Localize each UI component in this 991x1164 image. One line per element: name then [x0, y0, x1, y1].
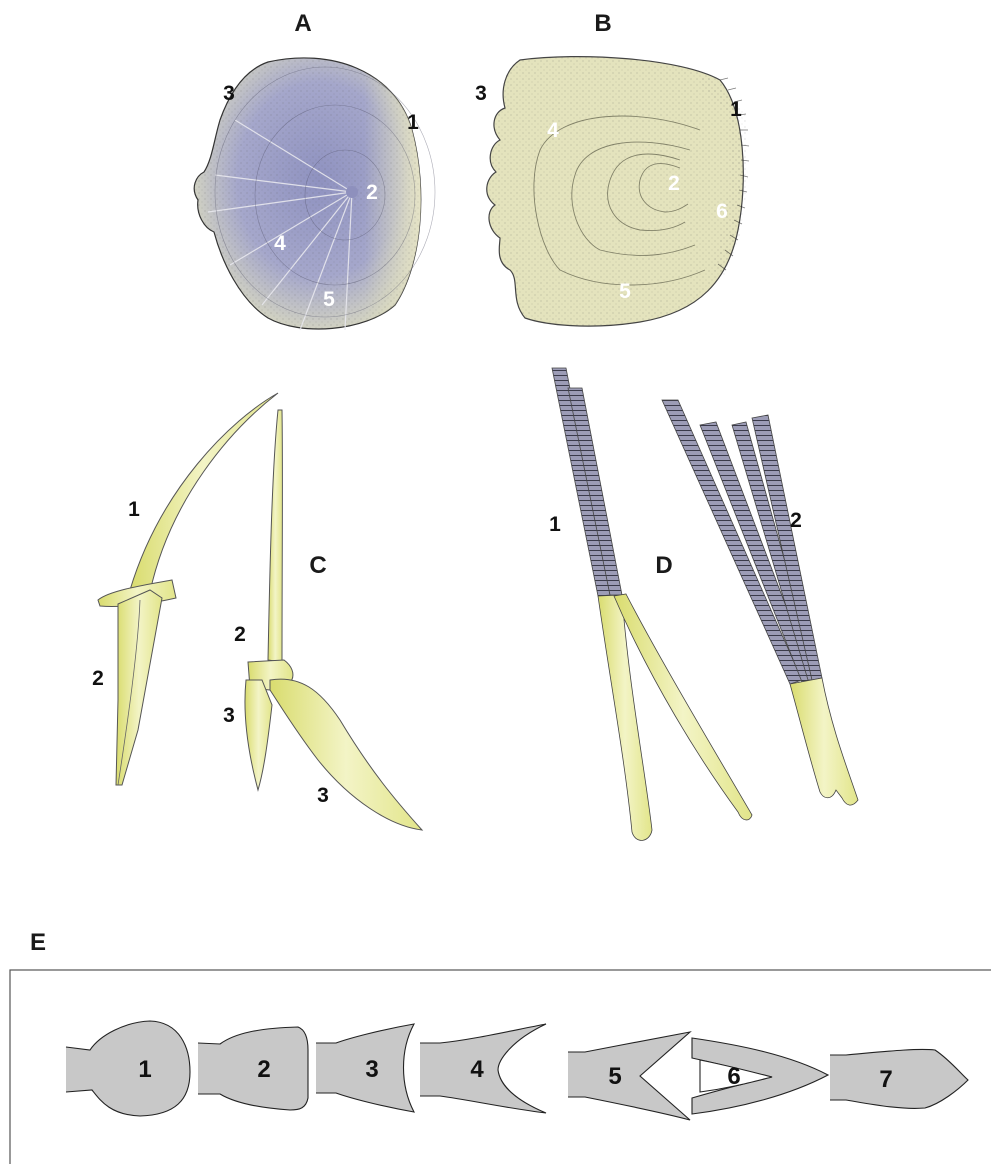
b-label-4: 4: [547, 119, 559, 142]
fin-label-1: 1: [138, 1056, 151, 1083]
a-label-2: 2: [366, 181, 378, 204]
fin-label-5: 5: [608, 1063, 621, 1090]
fin-label-7: 7: [879, 1066, 892, 1093]
panel-e-letter: E: [30, 929, 46, 956]
spine-right: [245, 410, 422, 830]
fin-label-6: 6: [727, 1063, 740, 1090]
b-label-3: 3: [475, 82, 487, 105]
a-label-5: 5: [323, 288, 335, 311]
fin-label-2: 2: [257, 1056, 270, 1083]
ray-d2: [662, 400, 858, 805]
panel-b-letter: B: [594, 10, 611, 37]
d-label-2: 2: [790, 509, 802, 532]
panel-d-letter: D: [655, 552, 672, 579]
fin-label-3: 3: [365, 1056, 378, 1083]
panel-a-letter: A: [294, 10, 311, 37]
c-left-label-1: 1: [128, 498, 140, 521]
a-label-3: 3: [223, 82, 235, 105]
c-right-label-3a: 3: [223, 704, 235, 727]
panel-e: [10, 970, 991, 1164]
a-label-1: 1: [407, 111, 419, 134]
panel-d-rays: [552, 368, 858, 840]
b-label-1: 1: [730, 98, 742, 121]
c-right-label-3b: 3: [317, 784, 329, 807]
d-label-1: 1: [549, 513, 561, 536]
panel-c-letter: C: [309, 552, 326, 579]
scale-a-focus: [346, 186, 358, 198]
b-label-6: 6: [716, 200, 728, 223]
panel-b-scale: [487, 57, 749, 326]
panel-c-spines: [98, 393, 422, 830]
c-left-label-2: 2: [92, 667, 104, 690]
c-right-label-2: 2: [234, 623, 246, 646]
b-label-5: 5: [619, 280, 631, 303]
fin-label-4: 4: [470, 1056, 484, 1083]
b-label-2: 2: [668, 172, 680, 195]
a-label-4: 4: [274, 232, 286, 255]
